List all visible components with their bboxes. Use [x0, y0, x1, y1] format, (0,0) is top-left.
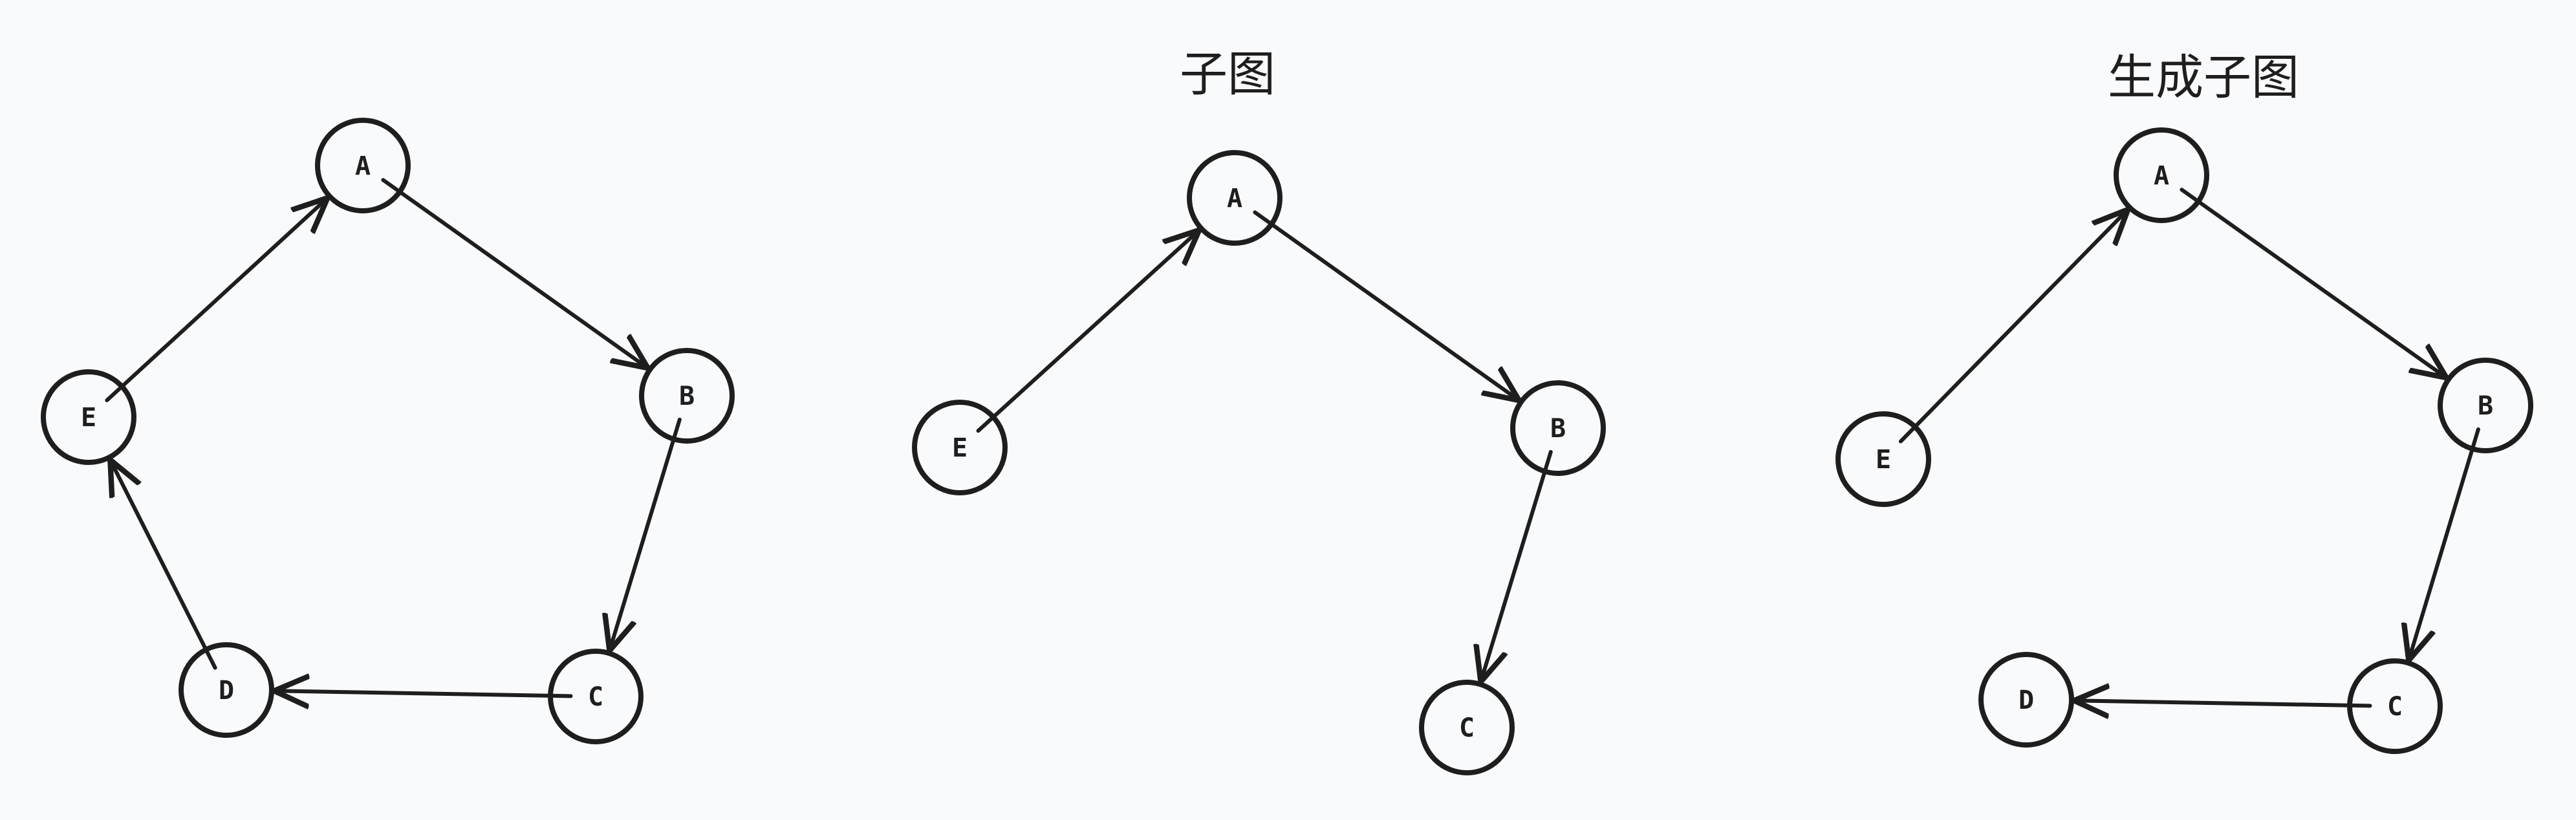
spanning-subgraph-diagram: A B C D E	[1835, 127, 2533, 754]
node-circle	[639, 348, 735, 444]
edge-b-to-c	[1481, 449, 1553, 682]
edge-c-to-d	[2074, 700, 2372, 706]
node-circle	[315, 118, 411, 213]
edge-e-to-a	[976, 230, 1199, 433]
node-d: D	[179, 642, 274, 738]
node-a: A	[2114, 127, 2209, 223]
node-d: D	[1978, 652, 2074, 748]
edge-e-to-a	[105, 198, 327, 402]
node-b: B	[1510, 380, 1606, 476]
node-circle	[1187, 150, 1283, 246]
node-a: A	[1187, 150, 1283, 246]
node-e: E	[912, 400, 1008, 495]
node-circle	[2114, 127, 2209, 223]
node-label: E	[81, 403, 96, 433]
node-label: A	[2154, 161, 2169, 191]
node-label: D	[219, 676, 234, 706]
node-circle	[2438, 358, 2533, 453]
edge-c-to-d	[274, 691, 573, 696]
node-circle	[1419, 680, 1515, 775]
original-graph: A B C D E	[41, 118, 735, 744]
node-label: C	[1459, 713, 1475, 743]
node-e: E	[41, 369, 136, 465]
edge-b-to-c	[609, 417, 682, 651]
node-label: A	[1227, 184, 1242, 213]
node-circle	[41, 369, 136, 465]
node-circle	[179, 642, 274, 738]
node-label: E	[952, 433, 968, 463]
spanning-subgraph-title: 生成子图	[2108, 50, 2299, 105]
node-label: C	[2387, 692, 2403, 722]
node-b: B	[639, 348, 735, 444]
subgraph-diagram: A B C E	[912, 150, 1606, 775]
node-a: A	[315, 118, 411, 213]
subgraph-title: 子图	[1180, 47, 1275, 102]
edge-a-to-b	[2180, 188, 2446, 378]
node-label: B	[2478, 391, 2493, 421]
node-circle	[2347, 658, 2443, 754]
node-circle	[1978, 652, 2074, 748]
node-label: A	[355, 151, 371, 181]
edge-a-to-b	[381, 178, 647, 368]
node-circle	[912, 400, 1008, 495]
edge-b-to-c	[2408, 427, 2480, 660]
node-circle	[548, 649, 644, 744]
node-label: B	[679, 382, 695, 411]
node-label: D	[2019, 685, 2034, 715]
node-label: E	[1876, 445, 1891, 475]
node-circle	[1835, 411, 1931, 507]
node-label: C	[588, 682, 603, 712]
edge-d-to-e	[110, 460, 217, 670]
node-c: C	[2347, 658, 2443, 754]
node-circle	[1510, 380, 1606, 476]
node-e: E	[1835, 411, 1931, 507]
edge-e-to-a	[1898, 210, 2128, 444]
node-c: C	[1419, 680, 1515, 775]
edge-a-to-b	[1253, 210, 1519, 400]
node-label: B	[1550, 414, 1566, 444]
node-c: C	[548, 649, 644, 744]
node-b: B	[2438, 358, 2533, 453]
